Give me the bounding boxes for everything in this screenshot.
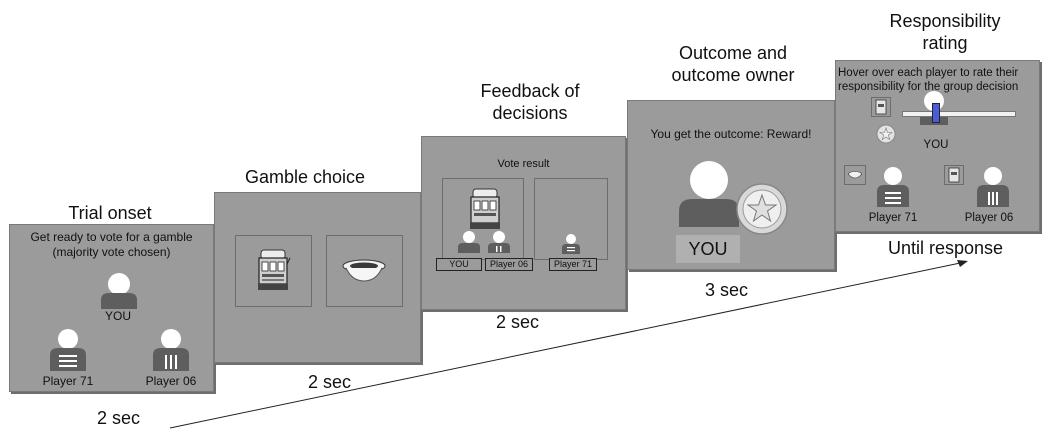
- vote-result-label: Vote result: [497, 158, 550, 170]
- panel-outcome: You get the outcome: Reward! YOU: [627, 100, 835, 270]
- stage-title-feedback-line-2: decisions: [492, 103, 568, 123]
- gamble-option-slot-machine[interactable]: [235, 235, 312, 307]
- instruction-line-2: responsibility for the group decision: [838, 81, 1019, 93]
- you-avatar-icon: [679, 161, 739, 227]
- panel-gamble-choice: [214, 192, 421, 363]
- vote-tag-you: YOU: [436, 258, 482, 271]
- player-06-label: Player 06: [964, 212, 1014, 224]
- stage-title-trial-onset: Trial onset: [68, 203, 152, 223]
- instruction-line-1: Get ready to vote for a gamble: [30, 230, 193, 244]
- choice-slot-machine-thumb: [944, 165, 964, 185]
- reward-coin-icon: [876, 124, 896, 144]
- you-label: YOU: [923, 139, 949, 151]
- timing-feedback: 2 sec: [496, 312, 540, 332]
- feedback-box-roulette: [534, 178, 608, 260]
- vote-tag-player-06: Player 06: [485, 258, 533, 271]
- slot-machine-icon: [948, 167, 960, 183]
- stage-title-outcome: Outcome and outcome owner: [648, 42, 818, 86]
- stage-title-responsibility-line-2: rating: [922, 33, 968, 53]
- slot-machine-icon: [875, 99, 887, 115]
- you-label-box: YOU: [676, 235, 740, 263]
- panel-responsibility: Hover over each player to rate their res…: [835, 60, 1040, 232]
- outcome-text: You get the outcome: Reward!: [650, 127, 812, 141]
- player-06-label: Player 06: [145, 374, 197, 388]
- instruction-line-1: Hover over each player to rate their: [838, 67, 1019, 79]
- player-71-label: Player 71: [42, 374, 94, 388]
- roulette-icon: [342, 259, 386, 282]
- panel-trial-onset: Get ready to vote for a gamble (majority…: [9, 224, 214, 392]
- timing-gamble-choice: 2 sec: [308, 372, 352, 392]
- stage-title-feedback: Feedback of decisions: [455, 80, 605, 124]
- responsibility-slider-handle[interactable]: [932, 103, 940, 123]
- you-avatar-icon: [458, 231, 480, 253]
- panel-feedback: Vote result YOU Player 06: [421, 136, 626, 310]
- gamble-option-roulette[interactable]: [326, 235, 403, 307]
- player-71-label: Player 71: [868, 212, 918, 224]
- timing-responsibility: Until response: [888, 238, 1004, 258]
- player-06-avatar-icon[interactable]: [976, 167, 1010, 207]
- stage-title-outcome-line-2: outcome owner: [671, 65, 795, 85]
- slot-machine-icon: [470, 188, 500, 229]
- player-06-avatar-icon: [488, 231, 510, 253]
- stage-title-gamble-choice: Gamble choice: [244, 167, 366, 187]
- vote-tag-player-71: Player 71: [549, 258, 597, 271]
- instruction-line-2: (majority vote chosen): [52, 245, 171, 259]
- choice-roulette-thumb: [844, 165, 866, 185]
- roulette-icon: [848, 171, 862, 179]
- stage-title-responsibility: Responsibility rating: [870, 10, 1020, 54]
- reward-coin-icon: [736, 183, 788, 235]
- responsibility-slider-track[interactable]: [902, 111, 1016, 117]
- choice-slot-machine-thumb: [871, 97, 891, 117]
- player-71-avatar-icon[interactable]: [876, 167, 910, 207]
- stage-title-responsibility-line-1: Responsibility: [889, 11, 1001, 31]
- timing-outcome: 3 sec: [705, 280, 749, 300]
- you-label: YOU: [104, 309, 131, 323]
- stage-title-outcome-line-1: Outcome and: [678, 43, 788, 63]
- player-71-avatar-icon: [50, 329, 86, 371]
- player-06-avatar-icon: [153, 329, 189, 371]
- feedback-box-slot-machine: [442, 178, 524, 260]
- stage-title-feedback-line-1: Feedback of: [480, 81, 580, 101]
- timing-trial-onset: 2 sec: [97, 408, 141, 428]
- slot-machine-icon: [258, 249, 291, 290]
- player-71-avatar-icon: [562, 234, 580, 254]
- you-avatar-icon: [101, 273, 137, 309]
